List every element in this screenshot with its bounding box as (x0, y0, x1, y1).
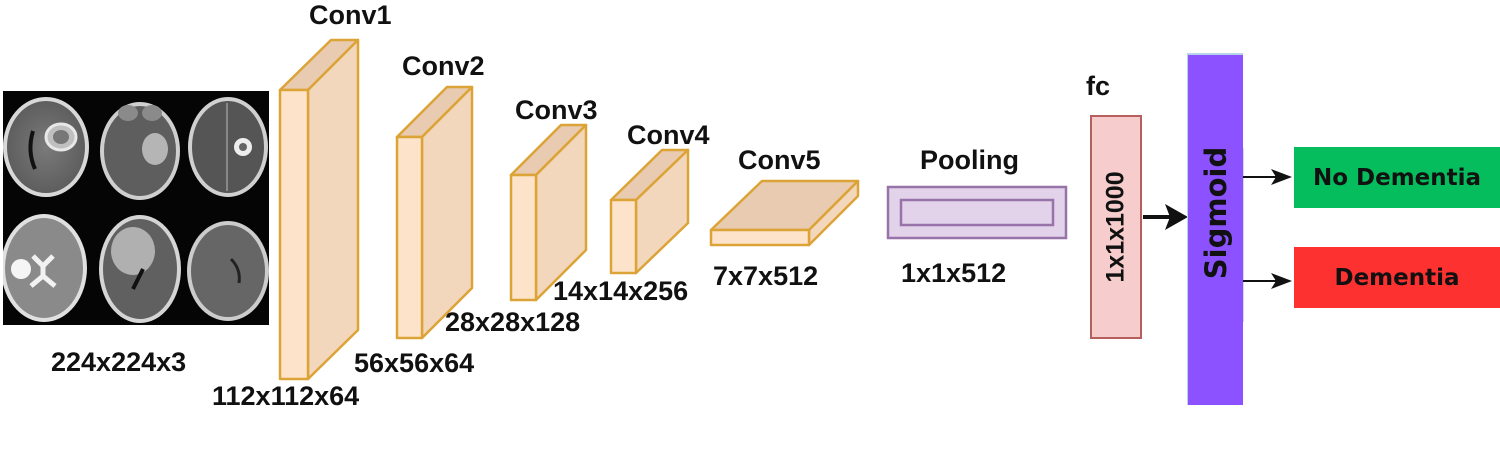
sigmoid-label: Sigmoid (1198, 146, 1233, 279)
output-no-dementia: No Dementia (1294, 147, 1500, 208)
conv5-label: Conv5 (738, 145, 821, 175)
arrow-fc-to-sigmoid-icon (1143, 204, 1188, 230)
arrow-to-dementia-icon (1243, 273, 1292, 289)
conv2-dims-label: 56x56x64 (354, 348, 475, 378)
pooling-label: Pooling (920, 145, 1019, 175)
pooling-block (886, 185, 1068, 240)
conv5-dims-label: 7x7x512 (713, 261, 819, 291)
conv2-label: Conv2 (402, 51, 485, 81)
conv5-block (709, 179, 860, 247)
conv4-dims-label: 14x14x256 (553, 276, 689, 306)
fc-label: fc (1086, 71, 1111, 101)
pooling-dims-label: 1x1x512 (901, 258, 1007, 288)
mri-input-image (1, 91, 269, 325)
fc-dims-label: 1x1x1000 (1101, 171, 1130, 283)
conv3-block (509, 123, 588, 302)
output-no-dementia-label: No Dementia (1312, 164, 1482, 191)
conv4-label: Conv4 (627, 120, 710, 150)
input-dims-label: 224x224x3 (51, 347, 187, 377)
conv3-dims-label: 28x28x128 (445, 307, 581, 337)
conv3-label: Conv3 (515, 95, 598, 125)
conv1-dims-label: 112x112x64 (212, 381, 360, 411)
conv1-block (278, 38, 360, 381)
arrow-to-no-dementia-icon (1243, 169, 1292, 185)
conv2-block (395, 85, 474, 340)
fc-layer-box: 1x1x1000 (1090, 115, 1142, 339)
output-dementia-label: Dementia (1334, 264, 1460, 291)
output-dementia: Dementia (1294, 247, 1500, 308)
conv4-block (609, 148, 690, 275)
conv1-label: Conv1 (309, 0, 392, 30)
sigmoid-layer-bar: Sigmoid (1187, 53, 1243, 405)
brain-mri-grid-icon (1, 97, 269, 323)
